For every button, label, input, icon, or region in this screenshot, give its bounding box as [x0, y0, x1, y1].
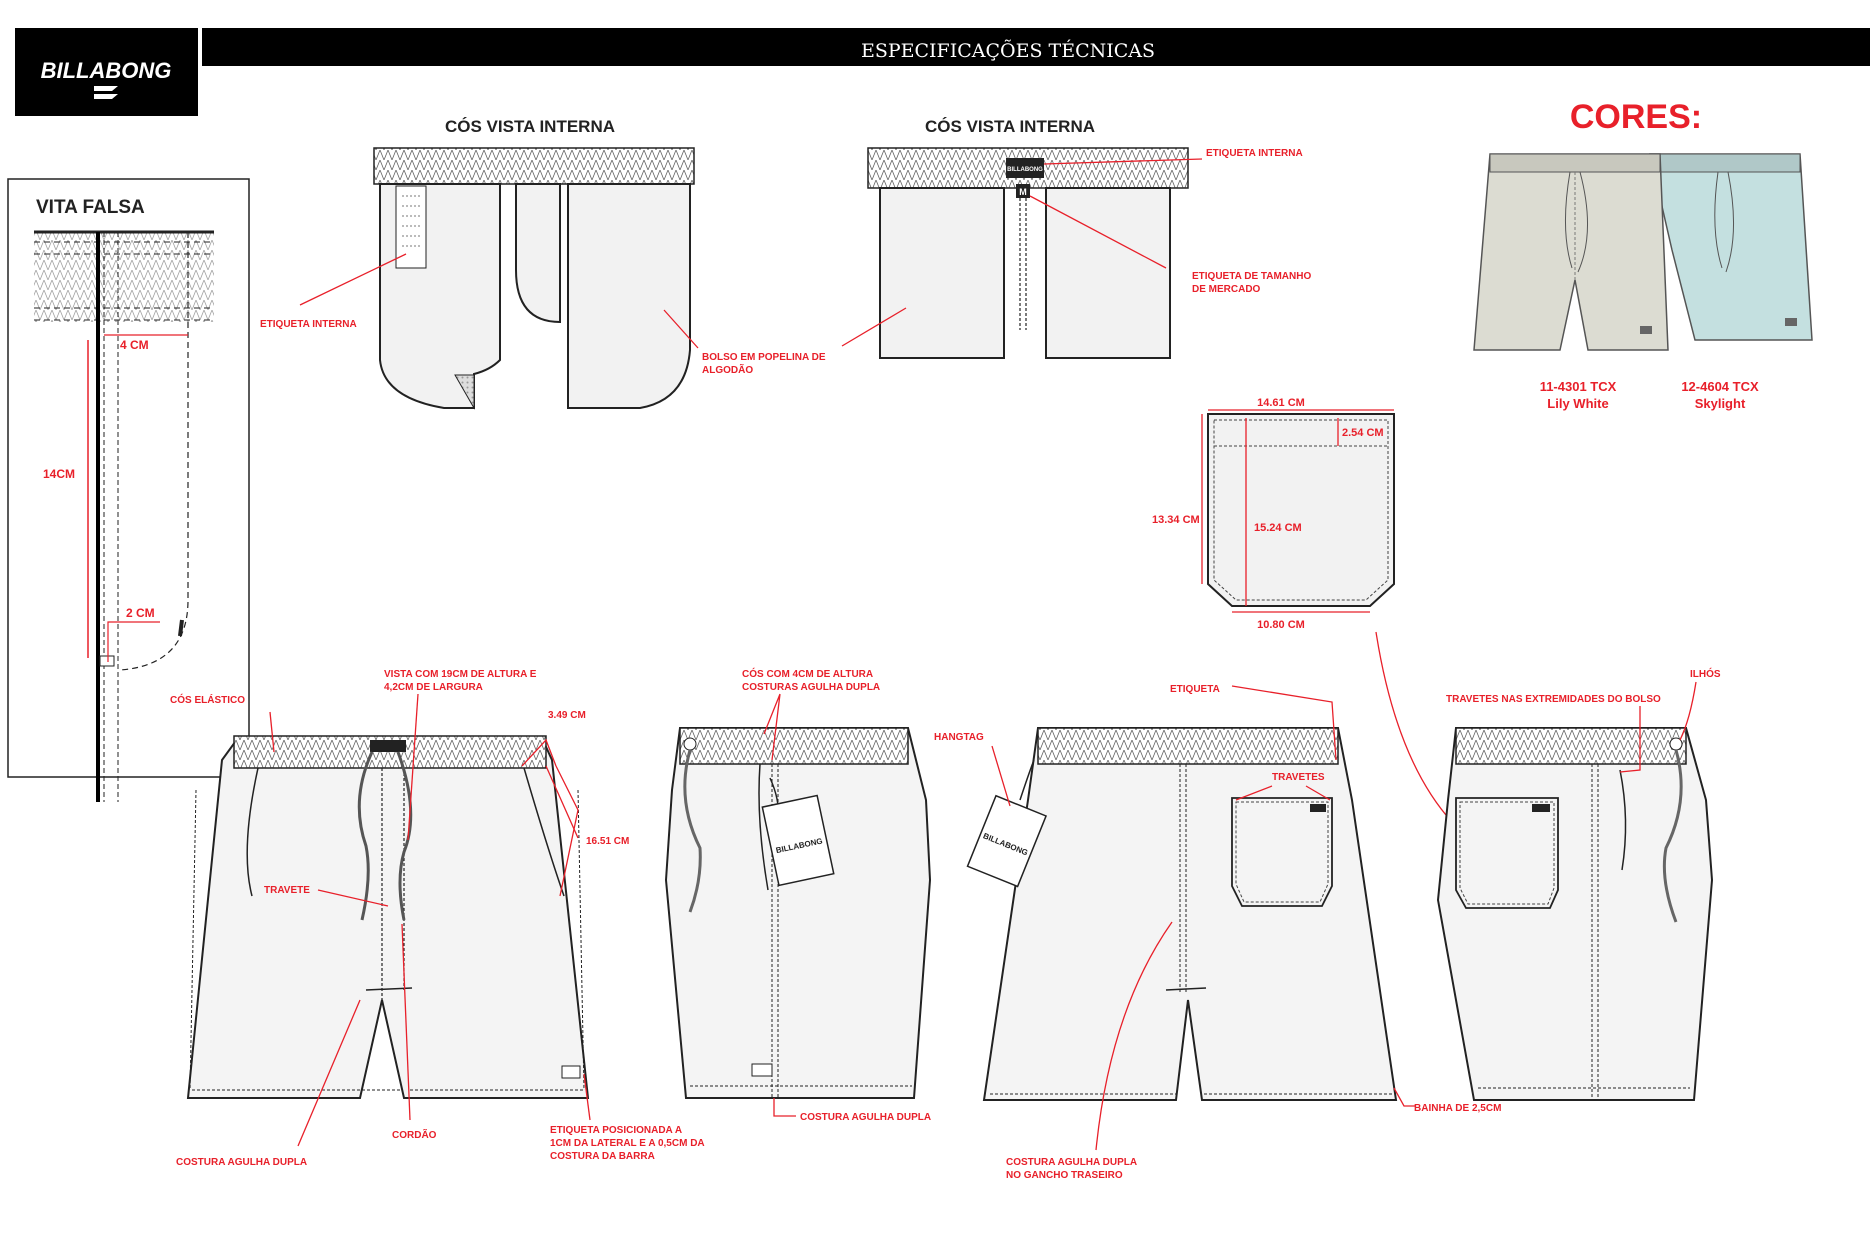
tamanho-label-line2: DE MERCADO [1192, 284, 1261, 295]
etiqueta-pos-line2: 1CM DA LATERAL E A 0,5CM DA [550, 1138, 705, 1149]
dim-1651cm: 16.51 CM [586, 836, 629, 847]
travete-label: TRAVETE [264, 885, 310, 896]
cores-title: CORES: [1570, 98, 1702, 136]
brand-wave-icon [94, 86, 118, 99]
pocket-width-top: 14.61 CM [1257, 397, 1305, 409]
header-bar: ESPECIFICAÇÕES TÉCNICAS [202, 28, 1870, 66]
bolso-label-line1: BOLSO EM POPELINA DE [702, 352, 826, 363]
brand-logo-text: BILLABONG [41, 58, 172, 83]
dim-2cm: 2 CM [126, 606, 155, 620]
tamanho-label-line1: ETIQUETA DE TAMANHO [1192, 271, 1311, 282]
ilhos-label: ILHÓS [1690, 667, 1721, 680]
cos-interna-title-1: CÓS VISTA INTERNA [445, 117, 615, 136]
etiqueta-pos-line1: ETIQUETA POSICIONADA A [550, 1125, 682, 1136]
etiqueta-label-back: ETIQUETA [1170, 684, 1220, 695]
vita-falsa-title: VITA FALSA [36, 197, 145, 218]
hangtag-label: HANGTAG [934, 732, 984, 743]
dim-349cm: 3.49 CM [548, 710, 586, 721]
swatch-lily-white [1473, 153, 1669, 351]
vista-label-line1: VISTA COM 19CM DE ALTURA E [384, 669, 537, 680]
etiqueta-interna-label-2: ETIQUETA INTERNA [1206, 148, 1303, 159]
waistband-inside-right: CÓS VISTA INTERNA BILLABONG M ETIQUETA I… [841, 117, 1311, 359]
color-name-skylight: Skylight [1695, 396, 1746, 411]
swatch-skylight [1649, 153, 1813, 341]
bainha-label: BAINHA DE 2,5CM [1414, 1103, 1501, 1114]
shorts-back-view: BILLABONG HANGTAG ETIQUETA TRAVETES COST… [934, 684, 1501, 1181]
costura-gancho-line2: NO GANCHO TRASEIRO [1006, 1170, 1123, 1181]
bolso-label-line2: ALGODÃO [702, 363, 753, 376]
colors-section: CORES: 11-4301 TCX Lily White 12-4604 TC… [1473, 98, 1813, 411]
dim-14cm: 14CM [43, 467, 75, 481]
cos-4cm-line1: CÓS COM 4CM DE ALTURA [742, 667, 873, 680]
costura-label-side: COSTURA AGULHA DUPLA [800, 1112, 931, 1123]
etiqueta-pos-line3: COSTURA DA BARRA [550, 1151, 655, 1162]
pocket-depth-top: 2.54 CM [1342, 427, 1384, 439]
travetes-bolso-label: TRAVETES NAS EXTREMIDADES DO BOLSO [1446, 694, 1661, 705]
hangtag-side: BILLABONG [761, 794, 835, 887]
color-code-lily-white: 11-4301 TCX [1540, 379, 1617, 394]
inner-label-brand: BILLABONG [1007, 167, 1043, 173]
cordao-label: CORDÃO [392, 1128, 437, 1141]
color-name-lily-white: Lily White [1547, 396, 1608, 411]
cos-4cm-line2: COSTURAS AGULHA DUPLA [742, 682, 880, 693]
costura-label-front: COSTURA AGULHA DUPLA [176, 1157, 307, 1168]
pocket-spec: 14.61 CM 2.54 CM 13.34 CM 15.24 CM 10.80… [1152, 397, 1453, 823]
vita-falsa-panel: VITA FALSA 4 CM 14CM 2 CM [7, 178, 250, 802]
shorts-back-side-view: TRAVETES NAS EXTREMIDADES DO BOLSO ILHÓS [1436, 667, 1721, 1101]
brand-logo: BILLABONG [15, 28, 198, 116]
shorts-side-view: BILLABONG CÓS COM 4CM DE ALTURA COSTURAS… [664, 667, 931, 1123]
shorts-front-view: CÓS ELÁSTICO VISTA COM 19CM DE ALTURA E … [170, 669, 705, 1168]
costura-gancho-line1: COSTURA AGULHA DUPLA [1006, 1157, 1137, 1168]
vista-label-line2: 4,2CM DE LARGURA [384, 682, 483, 693]
cos-interna-title-2: CÓS VISTA INTERNA [925, 117, 1095, 136]
hangtag-back: BILLABONG [966, 794, 1048, 888]
dim-4cm: 4 CM [120, 338, 149, 352]
size-label-m: M [1019, 187, 1027, 197]
etiqueta-interna-label-1: ETIQUETA INTERNA [260, 319, 357, 330]
color-code-skylight: 12-4604 TCX [1681, 379, 1759, 394]
travetes-label: TRAVETES [1272, 772, 1325, 783]
pocket-width-bottom: 10.80 CM [1257, 619, 1305, 631]
pocket-height-outer: 13.34 CM [1152, 514, 1200, 526]
page-title: ESPECIFICAÇÕES TÉCNICAS [861, 39, 1155, 62]
waistband-inside-left: CÓS VISTA INTERNA ETIQUETA INTERNA BOLSO… [260, 117, 826, 410]
pocket-height-inner: 15.24 CM [1254, 522, 1302, 534]
cos-elastico-label: CÓS ELÁSTICO [170, 693, 245, 706]
